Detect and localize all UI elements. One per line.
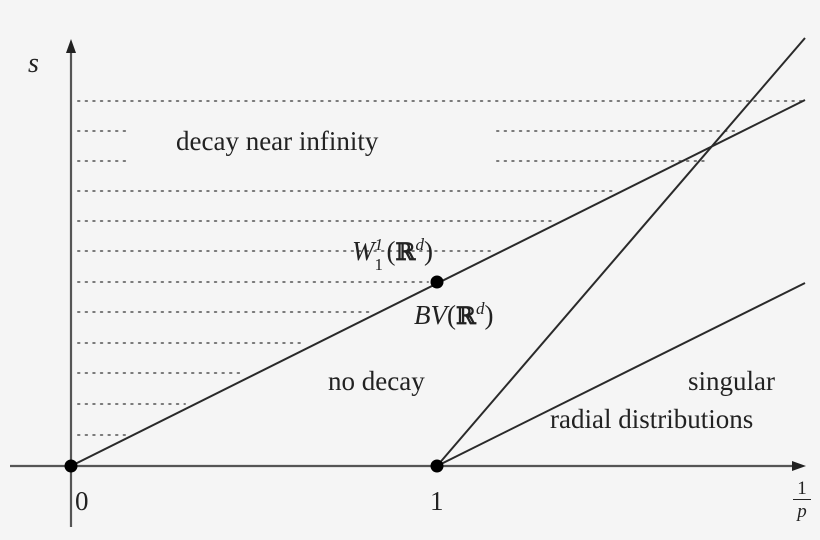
w11-r: ℝ [395,237,416,266]
bv-bv: BV [414,300,447,330]
bv-open: ( [447,300,456,330]
bv-d: d [475,299,485,318]
shallow-line-from-one [436,282,806,467]
w11-sub: 1 [374,255,384,274]
x-axis-label: 1 p [793,479,811,521]
boundary-lines [70,37,806,467]
y-axis-arrow-icon [66,39,76,53]
w11-sup: 1 [374,235,384,254]
point-origin [64,459,78,473]
label-bv: BV(ℝd) [414,300,493,329]
x-tick-0: 0 [75,486,89,516]
w11-w: W [352,236,375,266]
region-no-decay: no decay [328,366,425,396]
region-singular-line1: singular [688,366,775,396]
axes [10,39,806,527]
y-axis-label: s [28,48,39,79]
w11-open: ( [386,236,396,266]
points [64,275,444,473]
w11-d: d [415,235,424,254]
bv-close: ) [484,300,494,330]
point-one [430,459,444,473]
bv-r: ℝ [456,301,476,330]
x-axis-label-denominator: p [797,501,807,522]
x-tick-1: 1 [430,486,444,516]
steep-line-from-one [436,37,806,467]
w11-close: ) [423,236,433,266]
x-axis-arrow-icon [792,461,806,471]
dotted-hatching [77,100,804,436]
x-axis-label-numerator: 1 [793,479,811,500]
point-w11-bv [430,275,444,289]
region-decay-near-infinity: decay near infinity [176,126,379,156]
region-singular-line2: radial distributions [550,406,754,433]
